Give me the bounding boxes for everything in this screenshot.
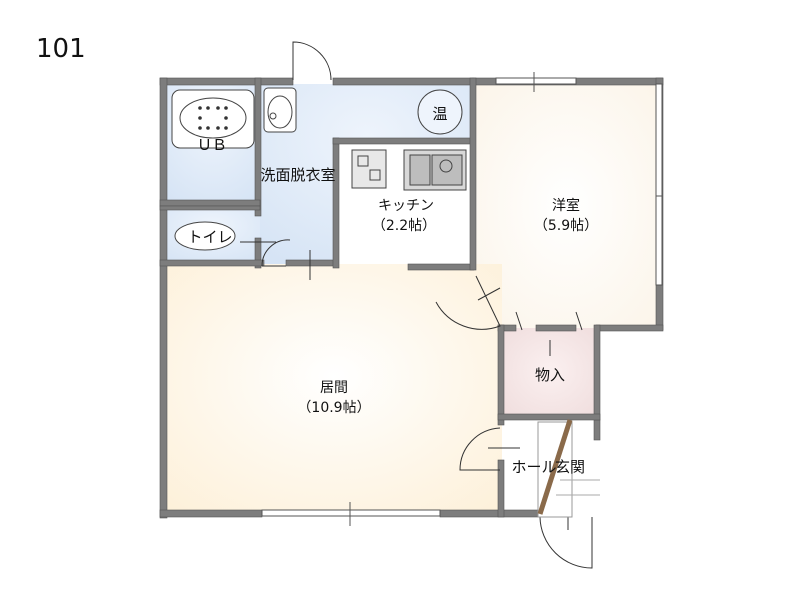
western-room-label: 洋室 — [552, 197, 580, 214]
toilet-icon — [174, 221, 236, 251]
kitchen-size: （2.2帖） — [372, 218, 436, 234]
water-heater-icon — [417, 89, 463, 135]
storage-label: 物入 — [535, 366, 565, 384]
bathtub — [171, 89, 255, 149]
kitchen-label: キッチン — [378, 198, 434, 214]
western-room-floor — [474, 84, 660, 328]
wash-basin — [263, 87, 297, 133]
western-room-size: （5.9帖） — [534, 218, 598, 234]
hall-label: ホール — [511, 458, 556, 476]
living-label: 居間 — [320, 380, 348, 396]
entrance-label: 玄関 — [555, 458, 585, 476]
windows — [261, 72, 663, 526]
unit-number: 101 — [36, 34, 86, 64]
unit-bath-label: ＵＢ — [197, 136, 227, 154]
stove-icon — [351, 149, 387, 189]
water-heater-label: 温 — [432, 105, 447, 123]
living-size: （10.9帖） — [297, 400, 370, 416]
washroom-label: 洗面脱衣室 — [260, 166, 335, 184]
doors — [240, 41, 593, 569]
toilet-label: トイレ — [187, 228, 232, 246]
sink-icon — [403, 149, 467, 191]
living-floor — [166, 264, 502, 514]
entrance-step-edge — [537, 419, 573, 515]
entrance-hatch — [556, 479, 600, 496]
